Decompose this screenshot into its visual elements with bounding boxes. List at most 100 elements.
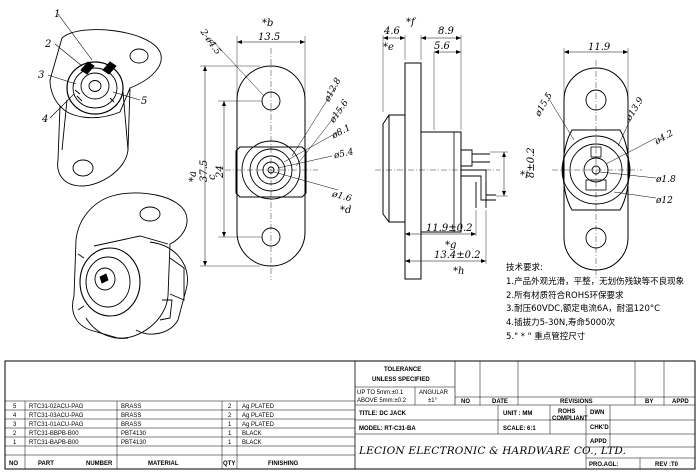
pro-agl-label: PRO.AGL: <box>589 462 618 468</box>
bom-header-finishing: FINISHING <box>268 461 299 467</box>
bom-part: RTC31-02ACU-PAG <box>29 404 84 410</box>
bom-part: RTC31-03ACU-PAG <box>29 413 84 419</box>
bom-no: 5 <box>13 404 17 410</box>
rev-date-header: DATE <box>492 399 508 405</box>
unit-label: UNIT : MM <box>503 411 532 417</box>
revisions-header: REVISIONS <box>560 399 593 405</box>
dim-height-37-5: 37.5 <box>199 160 210 182</box>
unless-specified: UNLESS SPECIFIED <box>372 377 430 383</box>
tol-angular: ANGULAR <box>419 390 449 396</box>
dim-h-label: *h <box>453 266 464 277</box>
dim-4-6: 4.6 <box>383 26 401 37</box>
tol-angular-value: ±1° <box>428 398 438 404</box>
table-lines <box>4 360 696 470</box>
dim-d-4-2: ø4.2 <box>652 128 675 147</box>
dim-od-5-4: ø5.4 <box>332 147 355 161</box>
dim-g-label: *g <box>445 240 456 251</box>
tol-up-to: UP TO 5mm:±0.1 <box>357 390 404 396</box>
bom-finish: Ag PLATED <box>242 404 275 410</box>
bom-part: RTC31-BAPB-B00 <box>29 440 79 446</box>
dim-width-13-5: 13.5 <box>258 32 280 43</box>
bom-finish: BLACK <box>242 440 262 446</box>
note-line: 5." * " 重点管控尺寸 <box>506 331 586 342</box>
appd-label: APPD <box>590 439 607 445</box>
dim-13-4-tol: 13.4±0.2 <box>434 250 481 261</box>
bom-material: PBT4130 <box>121 440 147 446</box>
tolerance-heading: TOLERANCE <box>384 367 421 373</box>
bom-part: RTC31-01ACU-PAG <box>29 422 84 428</box>
drawing-title: TITLE: DC JACK <box>359 411 407 417</box>
bom-finish: Ag PLATED <box>242 413 275 419</box>
bom-finish: Ag PLATED <box>242 422 275 428</box>
dim-11-9: 11.9 <box>588 42 611 53</box>
back-view <box>545 48 657 280</box>
bom-qty: 2 <box>228 404 232 410</box>
bom-no: 2 <box>13 431 17 437</box>
rev-label: REV :T0 <box>655 462 679 468</box>
bom-no: 4 <box>13 413 17 419</box>
dim-hole-dia: 2-ø4.5 <box>197 27 222 57</box>
tol-above: ABOVE 5mm:±0.2 <box>357 398 407 404</box>
dim-a-label: *a <box>188 171 199 182</box>
side-view <box>375 35 508 280</box>
dim-d-12: ø12 <box>655 196 673 206</box>
bom-header-qty: QTY <box>223 461 235 467</box>
bom-table: 5 RTC31-02ACU-PAG BRASS 2 Ag PLATED 4 RT… <box>9 404 299 467</box>
notes-title: 技术要求: <box>506 263 543 273</box>
dim-f-label: *f <box>406 17 417 28</box>
bom-material: PBT4130 <box>121 431 147 437</box>
bom-qty: 1 <box>228 422 232 428</box>
rohs-label: ROHS <box>558 409 575 415</box>
dwn-label: DWN <box>590 410 604 416</box>
dim-8-9: 8.9 <box>438 26 455 37</box>
model-number: MODEL: RT-C31-BA <box>359 426 416 432</box>
callout-5: 5 <box>141 96 147 107</box>
bom-finish: BLACK <box>242 431 262 437</box>
note-line: 3.耐压60VDC,额定电流6A，耐温120°C <box>506 304 661 315</box>
callout-3: 3 <box>38 70 44 81</box>
note-line: 1.产品外观光滑，平整，无划伤残缺等不良现象 <box>506 276 685 287</box>
bom-header-number: NUMBER <box>86 461 113 467</box>
dim-c-label: c <box>207 174 218 180</box>
isometric-view-top <box>47 13 162 187</box>
dim-i-label: *i <box>520 170 528 181</box>
front-view <box>200 36 343 280</box>
dim-d-1-8: ø1.8 <box>655 175 676 185</box>
bom-qty: 2 <box>228 413 232 419</box>
bom-material: BRASS <box>121 404 141 410</box>
rev-appd-header: APPD <box>672 399 689 405</box>
dim-d-label: *d <box>340 205 351 216</box>
dim-8-tol: 8±0.2 <box>526 147 537 178</box>
dim-height-24: 24 <box>215 165 226 179</box>
dim-pin-1-6: ø1.6 <box>330 189 353 204</box>
title-block: TOLERANCE UNLESS SPECIFIED UP TO 5mm:±0.… <box>357 367 689 468</box>
dim-e-label: *e <box>383 42 394 53</box>
compliant-label: COMPLIANT <box>552 416 588 422</box>
dim-od-8-1: ø8.1 <box>329 123 352 142</box>
callout-4: 4 <box>41 114 48 125</box>
rev-by-header: BY <box>645 399 653 405</box>
bom-header-material: MATERIAL <box>148 461 179 467</box>
bom-header-no: NO <box>9 461 18 467</box>
bom-qty: 1 <box>228 440 232 446</box>
bom-material: BRASS <box>121 422 141 428</box>
dim-d-15-5: ø15.5 <box>533 91 555 119</box>
technical-notes: 技术要求: 1.产品外观光滑，平整，无划伤残缺等不良现象 2.所有材质符合ROH… <box>506 262 698 345</box>
isometric-view-bottom <box>72 192 188 339</box>
bom-material: BRASS <box>121 413 141 419</box>
chkd-label: CHK'D <box>590 425 609 431</box>
note-line: 4.插拔力5-30N,寿命5000次 <box>506 318 616 329</box>
bom-part: RTC31-BBPB-B00 <box>29 431 79 437</box>
bom-header-part: PART <box>38 461 54 467</box>
dim-d-13-9: ø13.9 <box>624 96 647 124</box>
note-line: 2.所有材质符合ROHS环保要求 <box>506 290 624 301</box>
dim-b-label: *b <box>262 18 273 29</box>
bom-qty: 1 <box>228 431 232 437</box>
callout-1: 1 <box>54 9 60 20</box>
scale-label: SCALE: 6:1 <box>503 426 536 432</box>
dim-5-6: 5.6 <box>434 41 451 52</box>
bom-no: 1 <box>13 440 17 446</box>
callout-2: 2 <box>44 39 51 50</box>
dim-11-9-tol: 11.9±0.2 <box>426 223 473 234</box>
